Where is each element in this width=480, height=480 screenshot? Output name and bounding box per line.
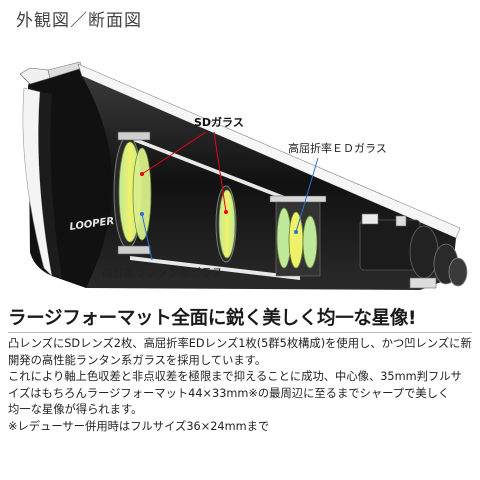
footnote-line: ※レデューサー併用時はフルサイズ36×24mmまで [8,419,270,433]
telescope-cross-section-diagram: LOOPER SDガラス 高屈折率ＥＤガラス 高性能ランタン系ガラス [19,61,468,290]
sd-lens-middle [218,189,236,259]
sd-callout-line-middle [213,131,227,213]
objective-lens-group [113,131,152,255]
sd-callout-line-front [141,131,207,175]
eyepiece-adapter [448,257,468,287]
description-line: 開発の高性能ランタン系ガラスを採用しています。 [8,353,267,367]
divider [8,332,472,333]
description-line: 凸レンズにSDレンズ2枚、高屈折率EDレンズ1枚(5群5枚構成)を使用し、かつ凹… [8,337,472,350]
description-line: 均一な星像が得られます。 [8,403,143,417]
lanthanum-glass-label: 高性能ランタン系ガラス [102,265,223,279]
sd-glass-label: SDガラス [194,115,244,129]
ed-lens [288,211,304,269]
rear-ed-lens-group [269,195,327,277]
ed-callout-line [295,157,319,233]
ed-glass-label: 高屈折率ＥＤガラス [288,141,387,155]
description-paragraph: 凸レンズにSDレンズ2枚、高屈折率EDレンズ1枚(5群5枚構成)を使用し、かつ凹… [8,336,478,436]
lanthanum-lens [132,147,152,241]
description-line: これにより軸上色収差と非点収差を極限まで抑えることに成功、中心像、35mm判フル… [8,370,462,384]
page-title: 外観図／断面図 [16,11,142,31]
lanthanum-callout-line [141,213,153,261]
description-line: イズはもちろんラージフォーマット44×33mm※の最周辺に至るまでシャープで美し… [8,386,450,400]
tube-cut-face-lower [130,256,300,280]
headline: ラージフォーマット全面に鋭く美しく均一な星像! [8,308,417,329]
focuser-assembly [359,213,468,289]
middle-sd-lens-group [215,185,237,263]
tube-cut-face [120,132,300,206]
